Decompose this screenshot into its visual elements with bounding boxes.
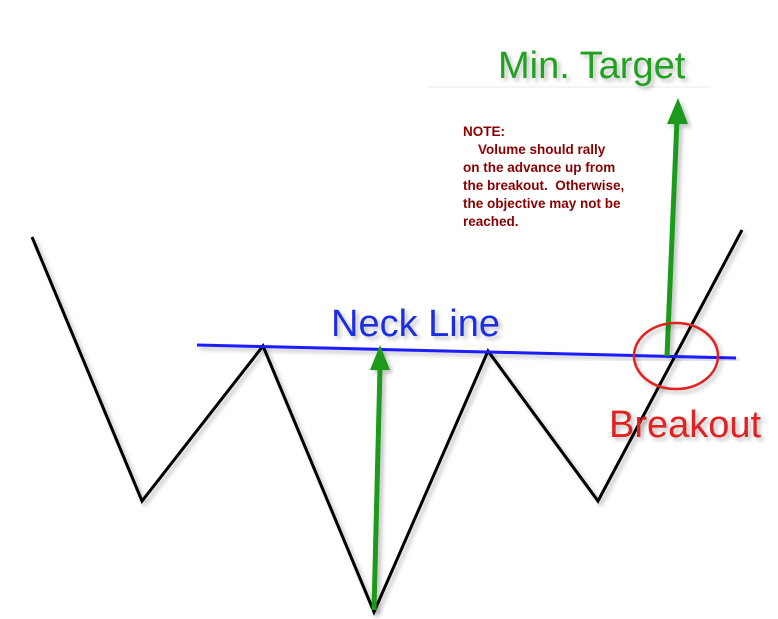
- neck-line: [196, 343, 737, 360]
- note-block: NOTE: Volume should rally on the advance…: [0, 0, 651, 229]
- price-path: [30, 229, 744, 616]
- note-line-4: the breakout. Otherwise,: [463, 178, 624, 193]
- target-arrow: [664, 98, 688, 357]
- note-line-1: NOTE:: [463, 124, 505, 139]
- min-target-label: Min. Target: [498, 45, 686, 87]
- note-line-2: Volume should rally: [463, 142, 606, 157]
- breakout-label: Breakout: [609, 404, 762, 446]
- height-arrow: [370, 345, 390, 611]
- note-line-5: the objective may not be: [463, 196, 621, 211]
- note-line-3: on the advance up from: [463, 160, 615, 175]
- svg-text:NOTE: Volume should: NOTE: Volume should rally on the advance…: [0, 0, 651, 229]
- neck-line-label: Neck Line: [331, 303, 500, 345]
- note-line-6: reached.: [463, 214, 519, 229]
- breakout-circle: [632, 321, 720, 391]
